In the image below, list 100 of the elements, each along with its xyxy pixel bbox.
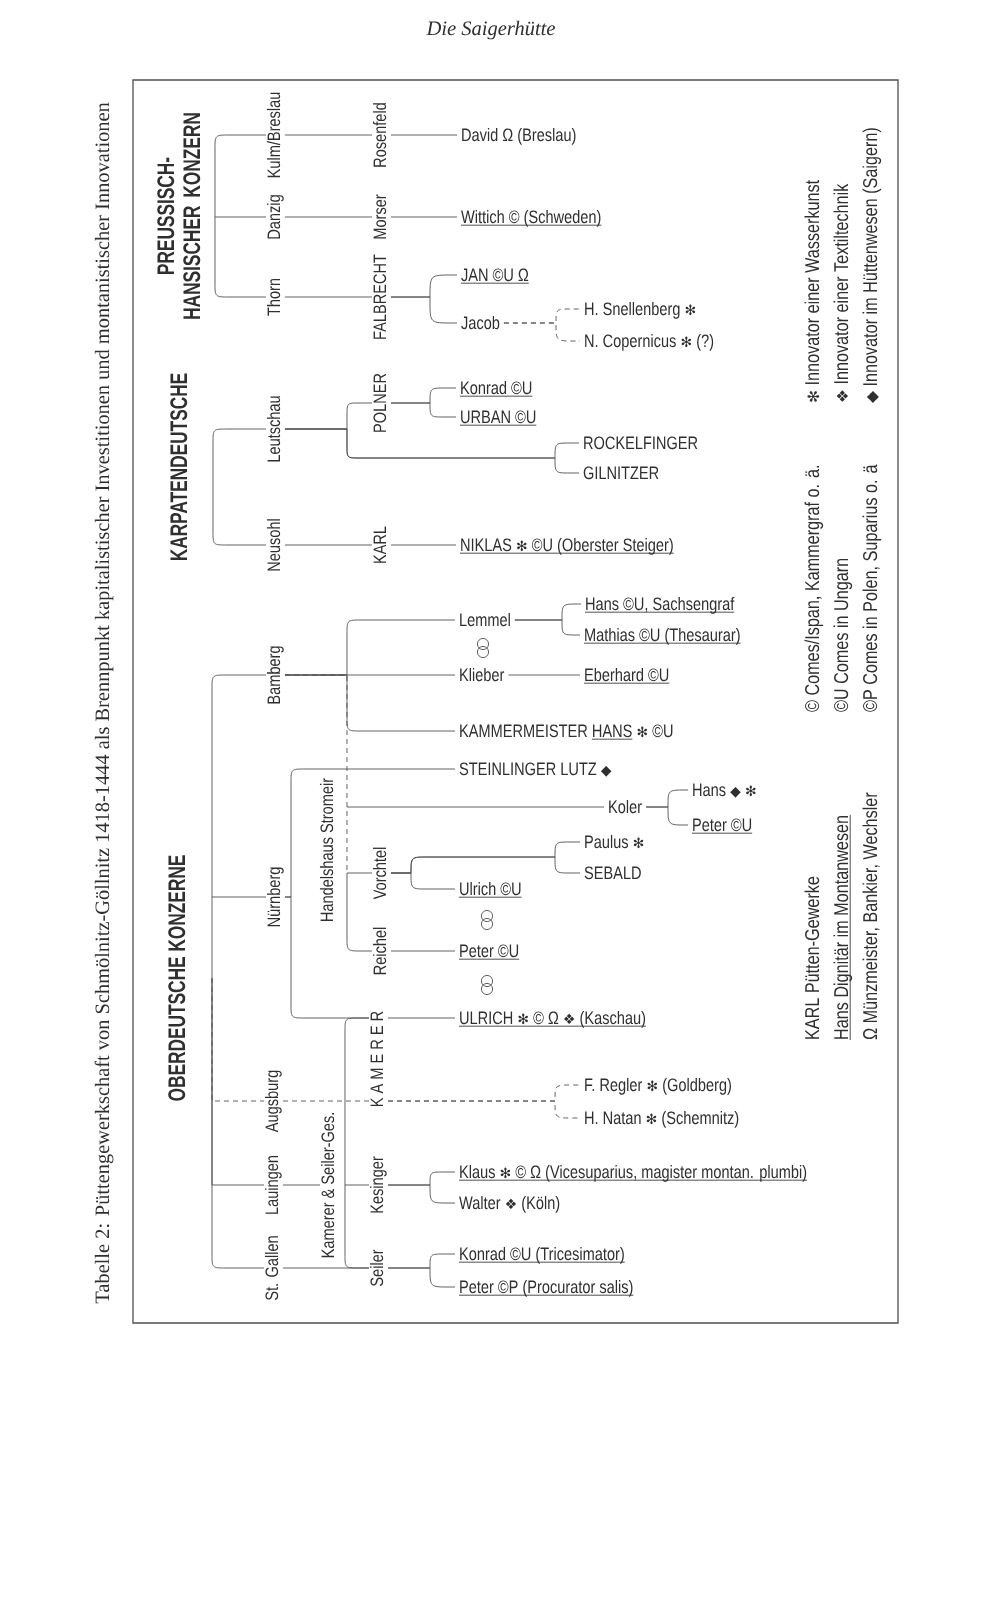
family-label: POLNER <box>373 373 387 432</box>
connector-line <box>390 216 458 218</box>
place-label: Danzig <box>266 195 284 239</box>
connector-line <box>344 1017 370 1186</box>
legend-entry: ✻ Innovator einer Wasserkunst <box>804 180 820 402</box>
connector-line <box>211 674 267 979</box>
connector-line <box>284 428 580 474</box>
person-entry: Konrad ©U (Tricesimator) <box>458 1246 626 1264</box>
person-entry: SEBALD <box>584 866 641 880</box>
connector-line <box>390 872 456 890</box>
connector-line <box>390 402 457 418</box>
connector-line <box>390 950 456 952</box>
person-entry: David Ω (Breslau) <box>462 127 576 145</box>
person-entry: NIKLAS ✻ ©U (Oberster Steiger) <box>459 537 675 555</box>
legend-entry: Ω Münzmeister, Bankier, Wechsler <box>862 792 880 1040</box>
legend-entry: © Comes/Ispan, Kammergraf o. ä. <box>804 466 824 712</box>
person-entry: Lemmel <box>460 612 510 627</box>
connector-line <box>282 1100 370 1102</box>
person-entry: H. Natan ✻ (Schemnitz) <box>585 1110 739 1128</box>
connector-line <box>645 806 689 826</box>
place-label: Augsburg <box>264 1070 282 1133</box>
family-label: Morser <box>373 194 387 239</box>
family-label: Rosenfeld <box>372 103 387 167</box>
connector-line <box>344 1184 370 1186</box>
person-entry: Peter ©P (Procurator salis) <box>458 1279 634 1297</box>
legend-entry: Hans Dignitär im Montanwesen <box>833 814 853 1041</box>
connector-line <box>284 544 373 546</box>
person-entry: Eberhard ©U <box>583 667 670 684</box>
legend-entry: KARL Pütten-Gewerke <box>804 876 820 1039</box>
connector-line <box>282 1184 321 1186</box>
person-entry: STEINLINGER LUTZ ◆ <box>459 762 612 777</box>
connector-line <box>387 1017 456 1019</box>
place-label: Bamberg <box>266 646 284 704</box>
family-label: FALBRECHT <box>373 254 387 339</box>
connector-line <box>214 216 267 218</box>
group-heading: PREUSSISCH- HANSISCHER KONZERN <box>157 113 201 319</box>
place-label: Lauingen <box>264 1155 282 1214</box>
connector-line <box>214 215 267 298</box>
place-label: Neusohl <box>266 519 281 571</box>
company-label: Kamerer & Seiler-Ges. <box>320 1113 335 1258</box>
person-entry: Peter ©U <box>691 818 753 834</box>
person-entry: Klieber <box>460 667 505 682</box>
place-label: Kulm/Breslau <box>266 92 281 178</box>
connector-line <box>212 466 267 546</box>
person-entry: URBAN ©U <box>459 410 537 426</box>
legend-entry: ©P Comes in Polen, Suparius o. ä <box>862 464 882 712</box>
connector-line <box>503 322 581 342</box>
connector-line <box>214 134 267 217</box>
person-entry: Wittich © (Schweden) <box>460 209 602 227</box>
connector-line <box>507 674 581 676</box>
person-entry: Jacob <box>461 315 500 330</box>
person-entry: Peter ©U <box>458 944 520 960</box>
person-entry: Paulus ✻ <box>585 834 644 849</box>
family-label: Seiler <box>369 1249 384 1286</box>
connector-line <box>284 216 373 218</box>
connector-line <box>387 1184 456 1204</box>
connector-line <box>211 896 267 898</box>
person-entry: F. Regler ✻ (Goldberg) <box>585 1077 731 1095</box>
connector-line <box>212 428 267 468</box>
person-entry: ROCKELFINGER <box>584 436 698 450</box>
connector-line <box>346 872 373 874</box>
connector-line <box>514 619 581 636</box>
place-label: Thorn <box>266 278 281 316</box>
person-entry: JAN ©U Ω <box>460 268 530 284</box>
person-entry: Ulrich ©U <box>458 881 522 898</box>
legend-entry: ❖ Innovator einer Textiltechnik <box>833 183 849 402</box>
family-label: K A M E R E R <box>370 1011 383 1106</box>
company-label: Handelshaus Stromeir <box>319 778 334 921</box>
person-entry: ULRICH ✻ © Ω ❖ (Kaschau) <box>458 1010 647 1028</box>
connector-line <box>284 296 373 298</box>
family-label: Vorchtel <box>372 847 387 900</box>
family-label: KARL <box>373 526 386 563</box>
connector-line <box>390 134 458 136</box>
legend-entry: ©U Comes in Ungarn <box>833 558 853 712</box>
person-entry: H. Snellenberg ✻ <box>585 301 696 319</box>
person-entry: N. Copernicus ✻ (?) <box>585 333 714 351</box>
group-heading: OBERDEUTSCHE KONZERNE <box>168 855 186 1101</box>
place-label: St. Gallen <box>264 1236 279 1301</box>
connector-line <box>390 296 458 324</box>
connector-line <box>284 134 373 136</box>
connector-line <box>346 872 373 952</box>
group-heading: KARPATENDEUTSCHE <box>170 373 188 561</box>
running-header: Die Saigerhütte <box>426 20 555 40</box>
connector-line <box>346 806 605 808</box>
person-entry: Hans ©U, Sachsengraf <box>584 596 735 614</box>
connector-line <box>282 1267 370 1269</box>
place-label: Nürnberg <box>266 867 284 927</box>
legend-entry: ◆ Innovator im Hüttenwesen (Saigern) <box>862 128 882 403</box>
person-entry: Koler <box>609 799 642 814</box>
person-entry: Klaus ✻ © Ω (Vicesuparius, magister montan. plumbi) <box>458 1164 808 1182</box>
family-label: Kesinger <box>369 1156 387 1213</box>
table-caption: Tabelle 2: Püttengewerkschaft von Schmölnitz-Göllnitz 1418-1444 als Brennpunkt kapitalistischer Investitionen und montanistischer Innovationen <box>94 102 114 1304</box>
family-label: Reichel <box>372 927 387 975</box>
person-entry: Mathias ©U (Thesaurar) <box>583 627 741 645</box>
connector-line <box>390 544 457 546</box>
person-entry: Walter ❖ (Köln) <box>459 1195 560 1213</box>
person-entry: KAMMERMEISTER HANS ✻ ©U <box>460 724 673 740</box>
person-entry: GILNITZER <box>583 466 659 480</box>
person-entry: Hans ◆ ✻ <box>693 783 756 798</box>
place-label: Leutschau <box>266 396 281 462</box>
